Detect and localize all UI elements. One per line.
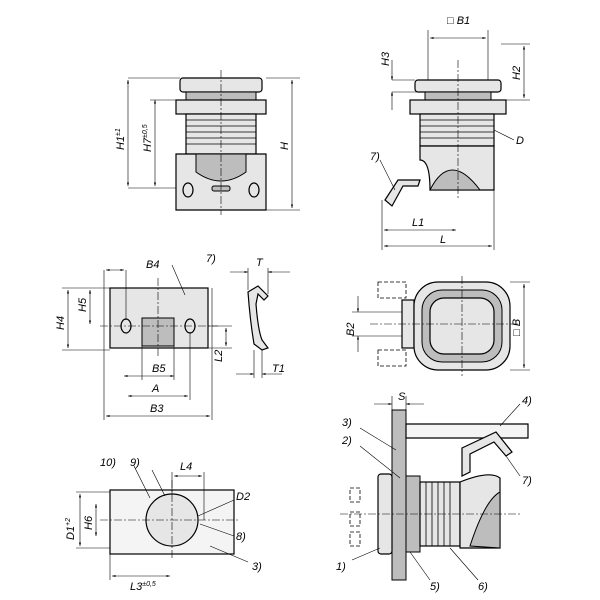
dim-b1: □ B1 <box>447 15 470 27</box>
dim-b: □ B <box>511 319 523 336</box>
dim-h5: H5 <box>77 297 89 312</box>
item-7-side: 7) <box>370 151 380 163</box>
dim-b3: B3 <box>150 403 164 415</box>
dim-b4: B4 <box>146 259 159 271</box>
dim-h7-tol: ±0,5 <box>142 124 149 138</box>
dim-b2: B2 <box>345 323 357 336</box>
cutout-view: 10) 9) L4 D2 D1+2 H6 8) L3±0,5 3) <box>65 457 262 593</box>
svg-text:H7±0,5: H7±0,5 <box>142 124 154 152</box>
item-5: 5) <box>430 581 440 593</box>
item-6: 6) <box>478 581 488 593</box>
dim-d2: D2 <box>236 491 250 503</box>
assembly-view: S 3) 4) 2) 7) 1) 5) 6) <box>336 391 532 593</box>
item-9: 9) <box>130 457 140 469</box>
dim-l3-tol: ±0,5 <box>142 581 156 588</box>
dim-l: L <box>440 234 446 246</box>
item-3-assembly: 3) <box>342 417 352 429</box>
dim-h4: H4 <box>55 316 67 330</box>
item-10: 10) <box>100 457 116 469</box>
dim-b5: B5 <box>152 363 166 375</box>
dim-h3: H3 <box>380 51 392 66</box>
front-view: H1±1 H7±0,5 H <box>115 70 300 215</box>
item-1: 1) <box>336 561 346 573</box>
dim-h2: H2 <box>511 66 523 80</box>
plate-view: B4 7) H4 H5 B5 A B3 L2 <box>55 253 232 420</box>
dim-h7: H7 <box>142 137 154 152</box>
dim-l4: L4 <box>180 461 192 473</box>
dim-s: S <box>398 391 406 403</box>
svg-text:L3±0,5: L3±0,5 <box>130 581 156 593</box>
dim-d1: D1 <box>65 526 77 540</box>
dim-h1-tol: ±1 <box>115 128 122 136</box>
dim-t1: T1 <box>272 363 285 375</box>
profile-view: T T1 <box>230 257 290 378</box>
dim-h1: H1 <box>115 136 127 150</box>
item-7-plate: 7) <box>206 253 216 265</box>
dim-d: D <box>516 135 524 147</box>
dim-d1-tol: +2 <box>65 518 72 526</box>
dim-a: A <box>151 383 159 395</box>
item-4: 4) <box>522 395 532 407</box>
dim-l1: L1 <box>412 217 424 229</box>
dim-l3: L3 <box>130 581 143 593</box>
dim-l2: L2 <box>213 350 225 362</box>
item-8: 8) <box>236 531 246 543</box>
svg-text:H1±1: H1±1 <box>115 128 127 150</box>
dim-h6: H6 <box>83 515 95 530</box>
top-view: B2 □ B <box>345 276 530 376</box>
item-7-assembly: 7) <box>522 475 532 487</box>
item-3-cutout: 3) <box>252 561 262 573</box>
dim-t: T <box>256 257 264 269</box>
side-view: □ B1 H3 H2 D 7) L1 L <box>370 15 530 250</box>
item-2: 2) <box>341 435 352 447</box>
dim-h: H <box>279 142 291 150</box>
svg-text:D1+2: D1+2 <box>65 518 77 540</box>
